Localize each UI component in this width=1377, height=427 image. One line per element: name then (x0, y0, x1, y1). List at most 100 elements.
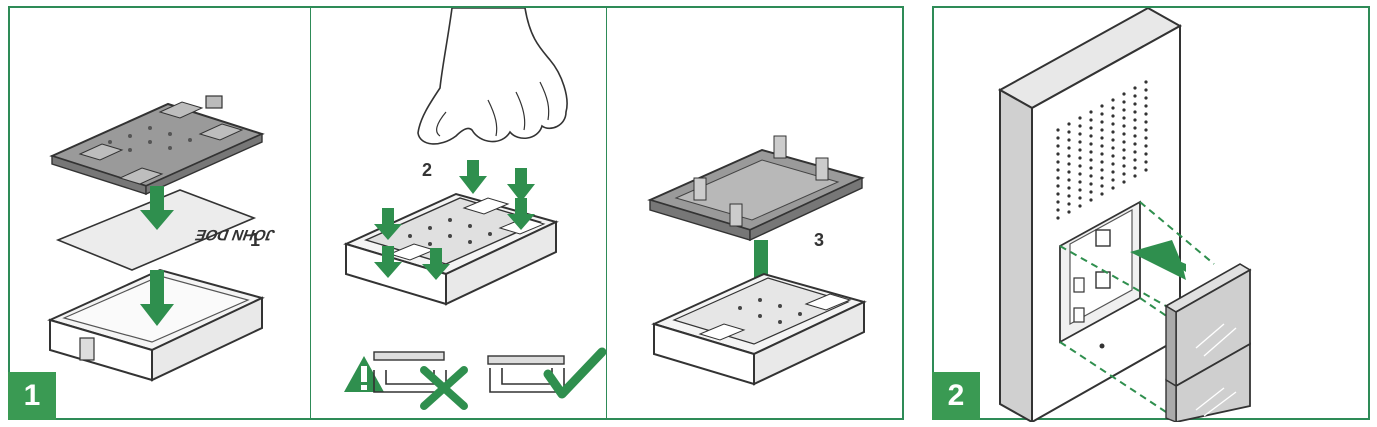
grille-hole (1144, 136, 1148, 140)
grille-hole (1100, 176, 1104, 180)
grille-hole (1111, 146, 1115, 150)
grille-hole (1056, 144, 1060, 148)
grille-hole (1089, 110, 1093, 114)
cover-frame (647, 135, 865, 242)
grille-hole (1056, 168, 1060, 172)
grille-hole (1056, 136, 1060, 140)
step-2-label: 2 (422, 160, 433, 180)
grille-hole (1144, 144, 1148, 148)
grille-hole (1056, 184, 1060, 188)
grille-hole (1144, 88, 1148, 92)
figure-2-drawing (997, 8, 1252, 422)
grille-hole (1111, 130, 1115, 134)
grille-hole (1100, 192, 1104, 196)
grille-hole (1133, 166, 1137, 170)
step-3-label: 3 (814, 230, 825, 250)
grille-hole (1067, 186, 1071, 190)
grille-hole (1089, 166, 1093, 170)
button-module-bottom (1165, 342, 1251, 422)
grille-hole (1144, 112, 1148, 116)
grille-hole (1089, 118, 1093, 122)
grille-hole (1122, 108, 1126, 112)
grille-hole (1067, 170, 1071, 174)
grille-hole (1133, 86, 1137, 90)
grille-hole (1133, 102, 1137, 106)
grille-hole (1111, 98, 1115, 102)
grille-hole (1122, 100, 1126, 104)
cross-icon (420, 366, 468, 410)
grille-hole (1100, 112, 1104, 116)
grille-hole (1067, 122, 1071, 126)
figure-1-badge: 1 (8, 372, 56, 420)
arrow-down-icon (140, 186, 174, 326)
grille-hole (1100, 184, 1104, 188)
grille-hole (1078, 180, 1082, 184)
grille-hole (1111, 170, 1115, 174)
grille-hole (1056, 200, 1060, 204)
grille-hole (1111, 138, 1115, 142)
assembled-tray (343, 192, 559, 306)
grille-hole (1133, 118, 1137, 122)
name-card: JOHN DOE (55, 189, 277, 271)
incorrect-fit-diagram (373, 351, 447, 393)
grille-hole (1133, 126, 1137, 130)
grille-hole (1089, 158, 1093, 162)
checkmark-icon (543, 347, 607, 399)
grille-hole (1089, 150, 1093, 154)
grille-hole (1122, 180, 1126, 184)
grille-hole (1078, 164, 1082, 168)
grille-hole (1067, 202, 1071, 206)
figure-1-panel: JOHN DOE (8, 6, 904, 420)
grille-hole (1078, 116, 1082, 120)
grille-hole (1089, 134, 1093, 138)
grille-hole (1100, 144, 1104, 148)
figure-2-panel: 2 (932, 6, 1370, 422)
grille-hole (1122, 92, 1126, 96)
grille-hole (1144, 120, 1148, 124)
grille-hole (1100, 168, 1104, 172)
button-plate (49, 95, 265, 196)
module-slot (1059, 200, 1141, 349)
grille-hole (1056, 152, 1060, 156)
grille-hole (1089, 174, 1093, 178)
grille-hole (1078, 204, 1082, 208)
grille-hole (1078, 156, 1082, 160)
grille-hole (1056, 192, 1060, 196)
grille-hole (1067, 146, 1071, 150)
grille-hole (1144, 152, 1148, 156)
grille-hole (1144, 128, 1148, 132)
step-1-label: 1 (250, 230, 261, 250)
grille-hole (1078, 196, 1082, 200)
grille-hole (1067, 162, 1071, 166)
grille-hole (1067, 210, 1071, 214)
grille-hole (1133, 134, 1137, 138)
assembled-tray-3 (651, 272, 867, 386)
grille-hole (1111, 186, 1115, 190)
grille-hole (1067, 194, 1071, 198)
grille-hole (1078, 140, 1082, 144)
grille-hole (1078, 172, 1082, 176)
grille-hole (1144, 168, 1148, 172)
grille-hole (1067, 178, 1071, 182)
grille-hole (1078, 188, 1082, 192)
grille-hole (1133, 174, 1137, 178)
grille-hole (1122, 172, 1126, 176)
grille-hole (1089, 126, 1093, 130)
divider-2 (606, 8, 607, 418)
grille-hole (1078, 124, 1082, 128)
grille-hole (1144, 104, 1148, 108)
grille-hole (1111, 154, 1115, 158)
grille-hole (1144, 80, 1148, 84)
grille-hole (1122, 148, 1126, 152)
hand-icon (417, 8, 568, 145)
grille-hole (1122, 164, 1126, 168)
grille-hole (1111, 178, 1115, 182)
figure-2-badge: 2 (932, 372, 980, 420)
grille-hole (1089, 190, 1093, 194)
grille-hole (1089, 198, 1093, 202)
grille-hole (1122, 140, 1126, 144)
grille-hole (1056, 176, 1060, 180)
grille-hole (1100, 160, 1104, 164)
grille-hole (1133, 158, 1137, 162)
grille-hole (1111, 122, 1115, 126)
